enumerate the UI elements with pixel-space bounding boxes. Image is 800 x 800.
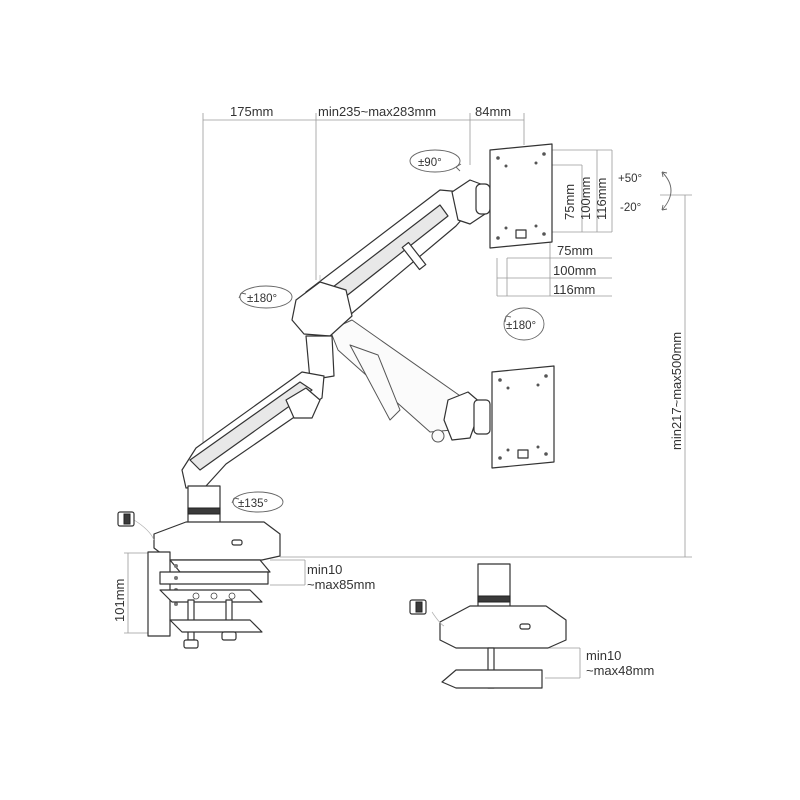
grommet-mount	[409, 563, 567, 689]
rotation-icon-elbow: ±180°	[238, 285, 293, 309]
svg-text:±90°: ±90°	[418, 157, 442, 169]
grommet-base	[439, 605, 567, 649]
dim-vesa-116-vertical: 116mm	[594, 178, 609, 220]
dim-clamp-101: 101mm	[112, 579, 127, 622]
rotation-icon-swivel: ±90°	[409, 149, 462, 173]
dim-vesa-100-horizontal: 100mm	[553, 263, 596, 278]
svg-text:±180°: ±180°	[506, 320, 536, 332]
dim-clamp-min: min10	[307, 562, 342, 577]
dim-vesa-116-horizontal: 116mm	[553, 282, 595, 297]
dim-175: 175mm	[230, 104, 273, 119]
svg-text:±135°: ±135°	[238, 498, 268, 510]
dim-84: 84mm	[475, 104, 511, 119]
dim-clamp-max: ~max85mm	[307, 577, 375, 592]
dim-grommet-min: min10	[586, 648, 621, 663]
grommet-plate	[441, 669, 543, 689]
head-tilt-knuckle	[475, 183, 491, 215]
dim-vesa-75-vertical: 75mm	[562, 184, 577, 220]
c-clamp	[147, 551, 271, 649]
rotation-icon-rotate: ±180°	[503, 307, 545, 341]
svg-text:+50°: +50°	[618, 173, 642, 185]
dimension-labels: 175mm min235~max283mm 84mm 75mm 100mm 11…	[112, 104, 684, 678]
dim-vesa-75-horizontal: 75mm	[557, 243, 593, 258]
arm-post	[187, 485, 221, 527]
arm-alternate-position	[329, 319, 555, 469]
dimension-lines	[124, 113, 692, 679]
dim-235-283: min235~max283mm	[318, 104, 436, 119]
svg-text:-20°: -20°	[620, 202, 641, 214]
dim-grommet-max: ~max48mm	[586, 663, 654, 678]
desk-base	[153, 521, 281, 561]
dim-vesa-100-vertical: 100mm	[578, 177, 593, 220]
rotation-icon-tilt: +50° -20°	[618, 171, 672, 214]
svg-text:±180°: ±180°	[247, 293, 277, 305]
rotation-indicators: ±90° +50° -20° ±180° ±180° ±135°	[231, 149, 672, 513]
cable	[117, 511, 155, 541]
vesa-plate-upper	[489, 143, 553, 249]
vesa-plate-lower	[491, 365, 555, 469]
rotation-icon-base: ±135°	[231, 491, 284, 513]
arm-main	[153, 143, 553, 561]
dim-height-range: min217~max500mm	[669, 332, 684, 450]
elbow-joint	[291, 281, 353, 337]
